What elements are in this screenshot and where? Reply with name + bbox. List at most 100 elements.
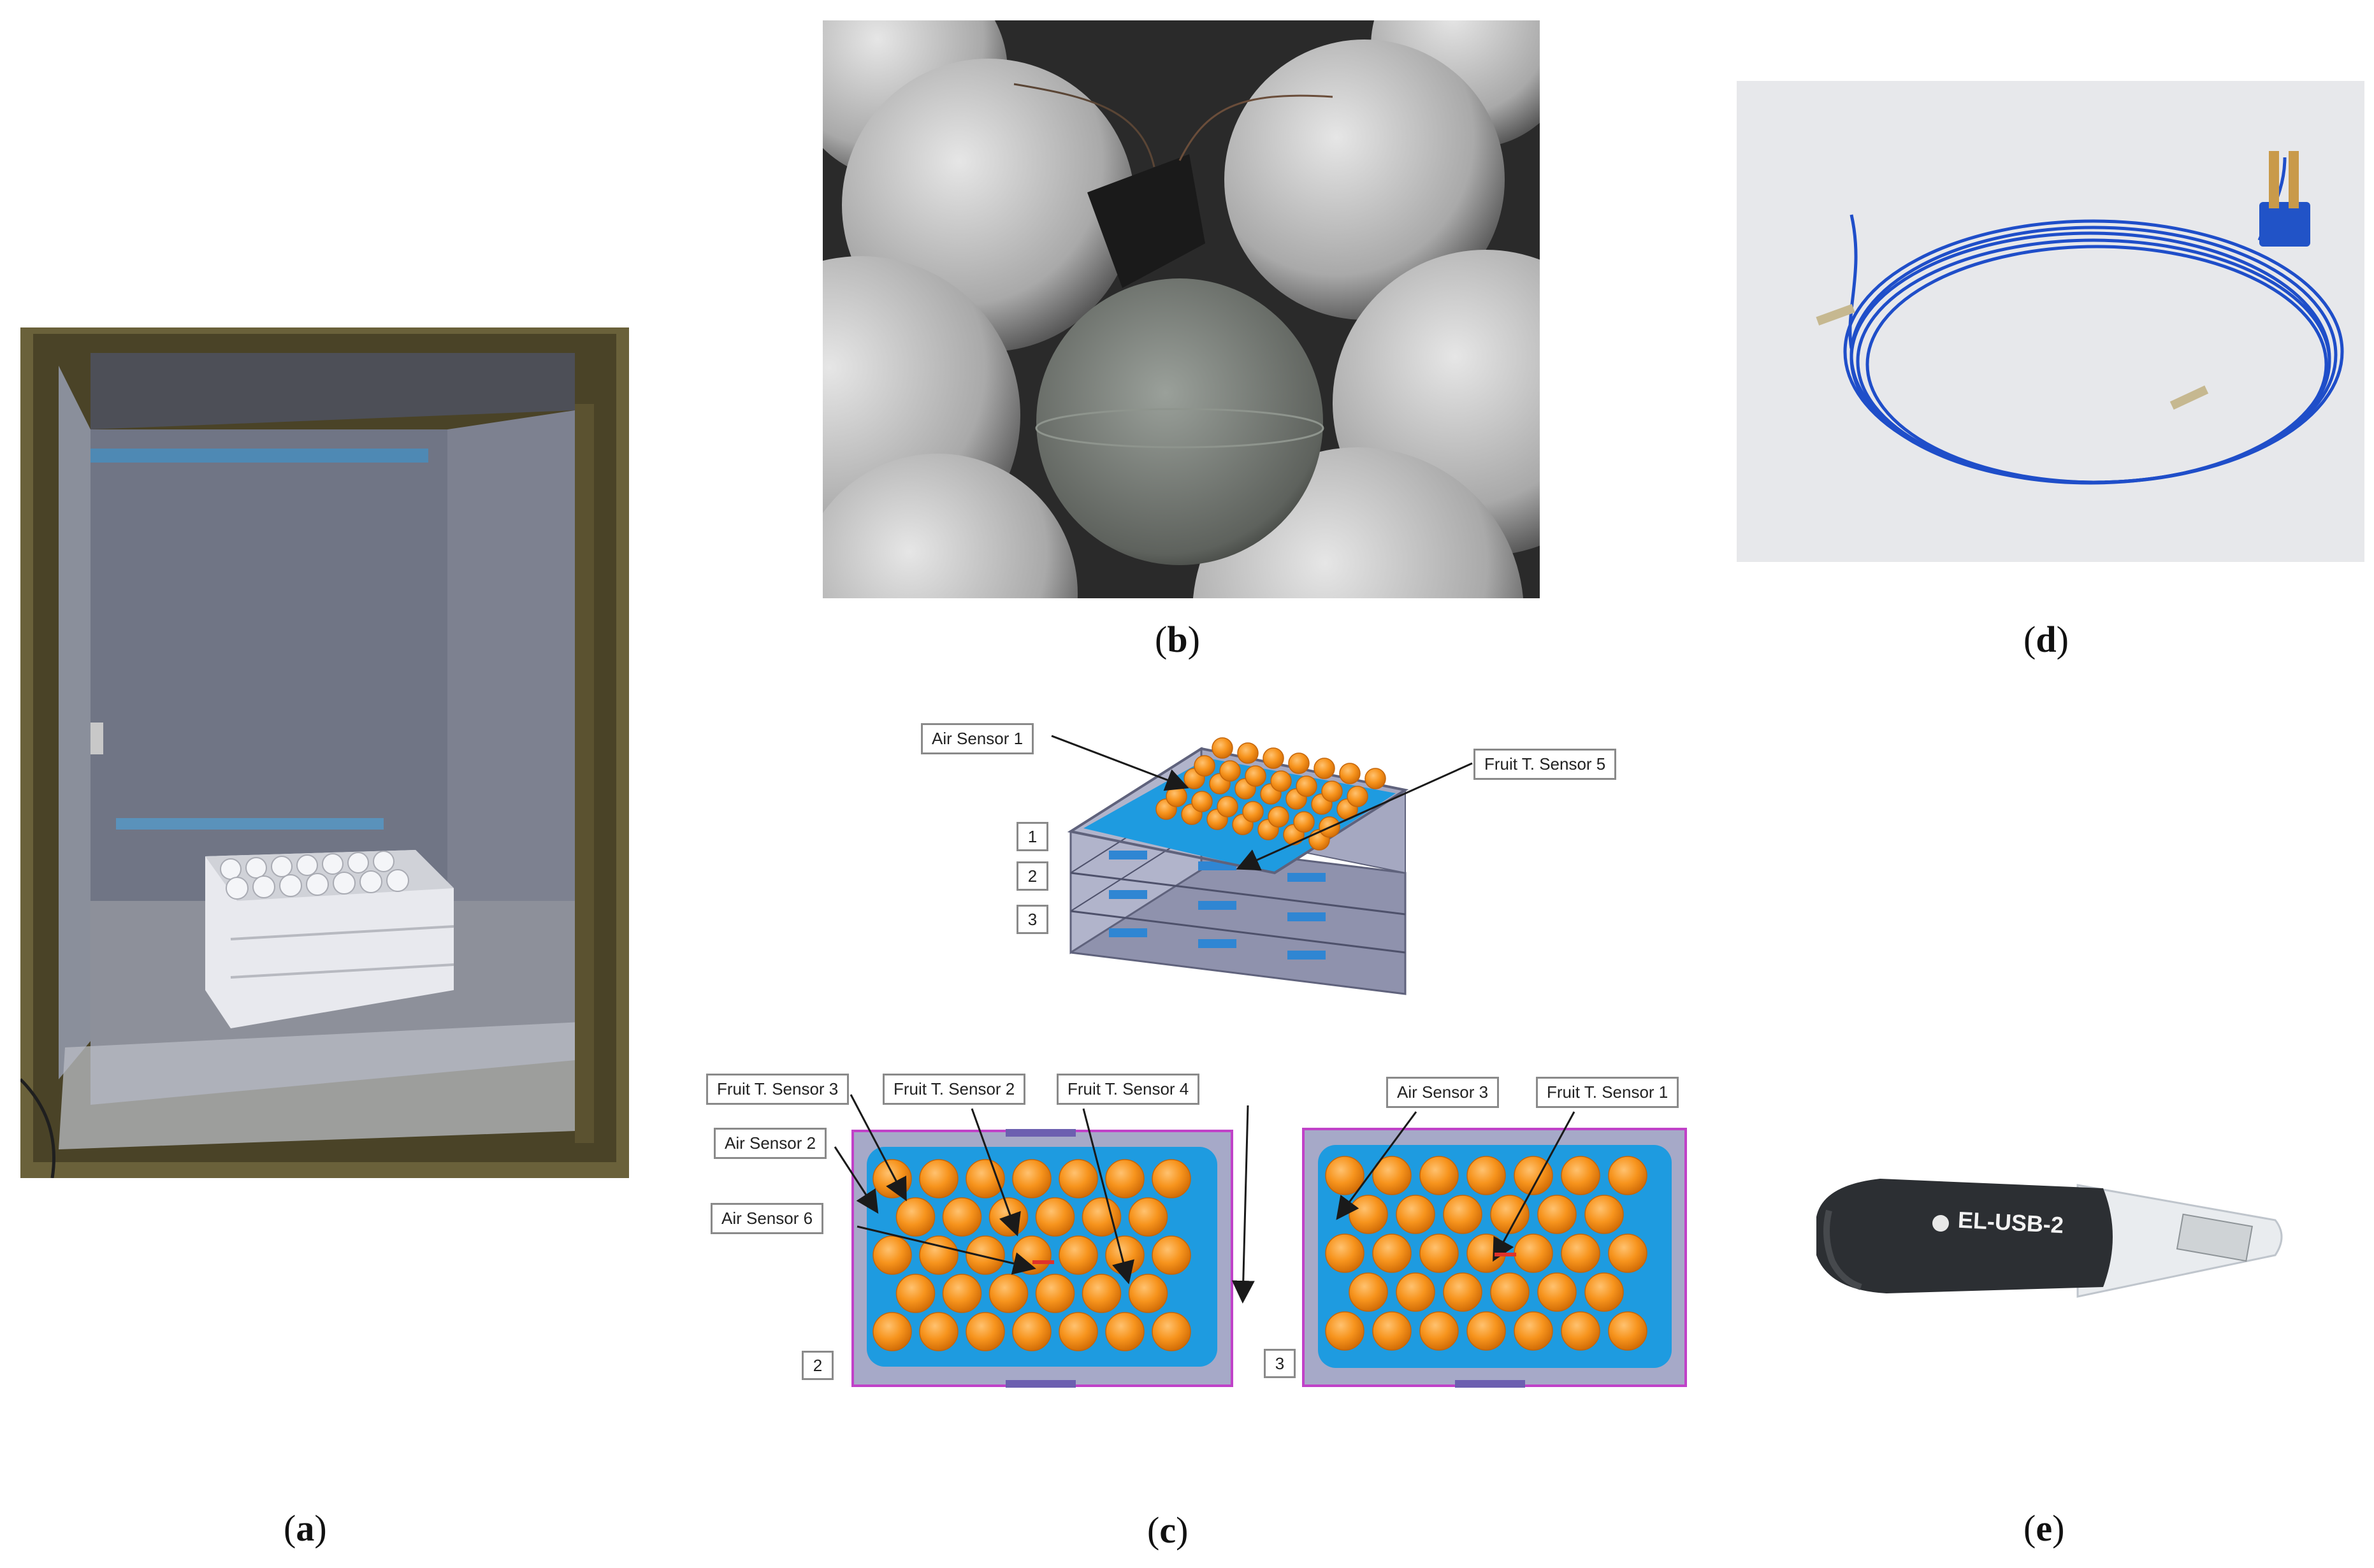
fruit-icon (895, 1274, 936, 1313)
callout-air-sensor-1: Air Sensor 1 (921, 723, 1034, 754)
fruit-icon (1082, 1197, 1122, 1237)
tray-number-2: 2 (802, 1351, 834, 1380)
callout-fruit-sensor-1: Fruit T. Sensor 1 (1536, 1077, 1679, 1108)
fruit-icon (1349, 1272, 1388, 1312)
fruit-icon (1443, 1195, 1482, 1234)
fruit-icon (1339, 763, 1361, 784)
panel-label-b: (b) (1155, 619, 1200, 660)
fruit-icon (1419, 1234, 1459, 1273)
fruit-icon (988, 1274, 1029, 1313)
fruit-icon (1325, 1311, 1364, 1351)
fruit-icon (1396, 1272, 1435, 1312)
crate-stack-3d (1067, 737, 1409, 995)
fruit-icon (1012, 1159, 1052, 1198)
fruit-icon (1325, 1234, 1364, 1273)
panel-label-c: (c) (1147, 1509, 1189, 1551)
fruit-icon (1242, 801, 1264, 823)
fruit-icon (1166, 786, 1187, 807)
fruit-icon (1584, 1195, 1624, 1234)
fruit-icon (1232, 814, 1254, 835)
tray-3-plan (1302, 1128, 1687, 1388)
fruit-icon (1288, 752, 1310, 774)
fruit-icon (1293, 811, 1315, 833)
fruit-icon (1285, 788, 1307, 810)
fruit-icon (1245, 765, 1266, 787)
fruit-icon (1372, 1311, 1412, 1351)
fruit-icon (1181, 803, 1203, 825)
fruit-icon (1466, 1311, 1506, 1351)
fruit-icon (1105, 1159, 1145, 1198)
fruit-icon (1191, 791, 1213, 812)
fruit-icon (1234, 778, 1256, 800)
fruit-icon (1128, 1274, 1168, 1313)
fruit-icon (1155, 798, 1177, 820)
fruit-icon (872, 1312, 912, 1351)
fruit-icon (1349, 1195, 1388, 1234)
fruit-icon (1466, 1156, 1506, 1195)
layer-number-2: 2 (1017, 861, 1048, 891)
fruit-icon (1347, 786, 1368, 807)
fruit-icon (1296, 775, 1317, 797)
fruit-icon (1209, 773, 1231, 795)
fruit-icon (942, 1197, 982, 1237)
fruit-icon (1270, 770, 1292, 792)
fruit-icon (1314, 758, 1335, 779)
fruit-icon (1608, 1311, 1647, 1351)
fruit-icon (1325, 1156, 1364, 1195)
logger-brand-text: EL-USB-2 (1957, 1206, 2065, 1239)
fruit-icon (1608, 1234, 1647, 1273)
fruit-icon (1059, 1235, 1098, 1275)
fruit-icon (1336, 798, 1358, 820)
fruit-icon (1012, 1235, 1052, 1275)
fruit-icon (1311, 793, 1333, 815)
fruit-icon (1319, 816, 1340, 838)
fruit-icon (1419, 1156, 1459, 1195)
fruit-icon (1268, 806, 1289, 828)
panel-label-d: (d) (2023, 619, 2069, 660)
callout-air-sensor-2: Air Sensor 2 (714, 1128, 827, 1159)
fruit-icon (919, 1235, 959, 1275)
fruit-icon (872, 1159, 912, 1198)
fruit-icon (1206, 809, 1228, 830)
fruit-icon (1237, 742, 1259, 764)
fruit-icon (1537, 1195, 1577, 1234)
fruit-icon (1490, 1272, 1530, 1312)
fruit-icon (919, 1312, 959, 1351)
fruit-icon (1152, 1235, 1191, 1275)
photo-d-thermocouple (1737, 81, 2364, 562)
callout-fruit-sensor-4: Fruit T. Sensor 4 (1057, 1074, 1200, 1105)
callout-fruit-sensor-5: Fruit T. Sensor 5 (1473, 749, 1617, 780)
fruit-icon (919, 1159, 959, 1198)
fruit-icon (1257, 819, 1279, 840)
photo-e-usb-logger: EL-USB-2 (1804, 1160, 2301, 1313)
fruit-icon (1364, 768, 1386, 789)
fruit-icon (1105, 1312, 1145, 1351)
fruit-icon (1419, 1311, 1459, 1351)
layer-number-3: 3 (1017, 905, 1048, 934)
photo-b-sensor-ball (823, 20, 1540, 598)
fruit-icon (1260, 783, 1282, 805)
fruit-icon (942, 1274, 982, 1313)
fruit-icon (1183, 768, 1205, 789)
fruit-icon (1219, 760, 1241, 782)
fruit-icon (1194, 755, 1215, 777)
fruit-icon (1128, 1197, 1168, 1237)
fruit-icon (1561, 1156, 1600, 1195)
fruit-icon (1514, 1156, 1553, 1195)
photo-a-test-chamber (20, 327, 629, 1178)
fruit-icon (966, 1312, 1005, 1351)
fruit-icon (1152, 1312, 1191, 1351)
fruit-icon (1372, 1234, 1412, 1273)
layer-number-1: 1 (1017, 822, 1048, 851)
panel-label-a: (a) (284, 1507, 327, 1549)
tray-2-plan (851, 1129, 1233, 1388)
fruit-icon (895, 1197, 936, 1237)
panel-label-e: (e) (2023, 1507, 2065, 1549)
fruit-icon (966, 1159, 1005, 1198)
fruit-icon (1059, 1312, 1098, 1351)
fruit-icon (872, 1235, 912, 1275)
fruit-icon (1514, 1311, 1553, 1351)
fruit-icon (1035, 1274, 1075, 1313)
fruit-icon (1561, 1311, 1600, 1351)
fruit-icon (1466, 1234, 1506, 1273)
